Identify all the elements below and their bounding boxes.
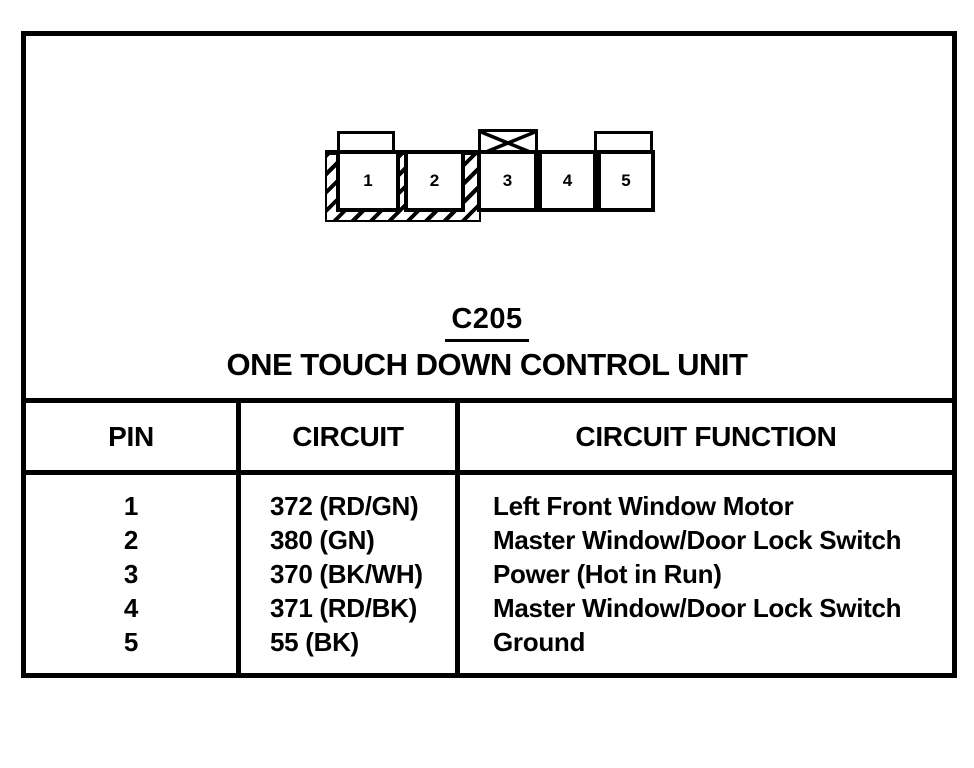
- pin-number-label: 1: [363, 171, 373, 190]
- circuit-function-cell: Master Window/Door Lock Switch: [493, 593, 902, 623]
- table-column-divider-2: [455, 398, 460, 678]
- pin-cell: 4: [123, 593, 139, 623]
- connector-pin-cavity-5: 5: [597, 150, 655, 212]
- circuit-cell: 370 (BK/WH): [270, 559, 423, 589]
- table-column-divider-1: [236, 398, 241, 678]
- pin-column: 1 2 3 4 5: [26, 489, 236, 659]
- connector-pin-cavity-3: 3: [477, 150, 538, 212]
- circuit-function-cell: Master Window/Door Lock Switch: [493, 525, 902, 555]
- circuit-function-cell: Ground: [493, 627, 586, 657]
- circuit-column: 372 (RD/GN) 380 (GN) 370 (BK/WH) 371 (RD…: [270, 489, 455, 659]
- table-header-bottom-rule: [21, 470, 957, 475]
- column-header-pin: PIN: [108, 420, 154, 452]
- connector-id-text: C205: [445, 303, 529, 342]
- circuit-cell: 380 (GN): [270, 525, 375, 555]
- pin-number-label: 5: [621, 171, 631, 190]
- circuit-cell: 371 (RD/BK): [270, 593, 417, 623]
- circuit-function-cell: Power (Hot in Run): [493, 559, 722, 589]
- connector-keying-tab-5: [594, 131, 653, 154]
- connector-pin-cavity-4: 4: [538, 150, 597, 212]
- circuit-cell: 372 (RD/GN): [270, 491, 419, 521]
- pin-cell: 3: [123, 559, 139, 589]
- page-title: ONE TOUCH DOWN CONTROL UNIT: [226, 347, 748, 382]
- pin-cell: 5: [123, 627, 139, 657]
- pin-number-label: 4: [562, 171, 573, 190]
- pin-cell: 2: [123, 525, 139, 555]
- circuit-function-cell: Left Front Window Motor: [493, 491, 794, 521]
- column-header-circuit-function: CIRCUIT FUNCTION: [575, 420, 837, 452]
- table-header-top-rule: [21, 398, 957, 403]
- pin-number-label: 2: [429, 171, 440, 190]
- circuit-function-column: Left Front Window Motor Master Window/Do…: [493, 489, 952, 659]
- connector-keying-tab-1: [337, 131, 395, 154]
- column-header-circuit: CIRCUIT: [292, 420, 404, 452]
- pin-number-label: 3: [502, 171, 513, 190]
- connector-pin-cavity-1: 1: [336, 150, 400, 212]
- pin-cell: 1: [123, 491, 139, 521]
- connector-pin-cavity-2: 2: [404, 150, 465, 212]
- circuit-cell: 55 (BK): [270, 627, 359, 657]
- connector-id-heading: C205: [0, 303, 974, 342]
